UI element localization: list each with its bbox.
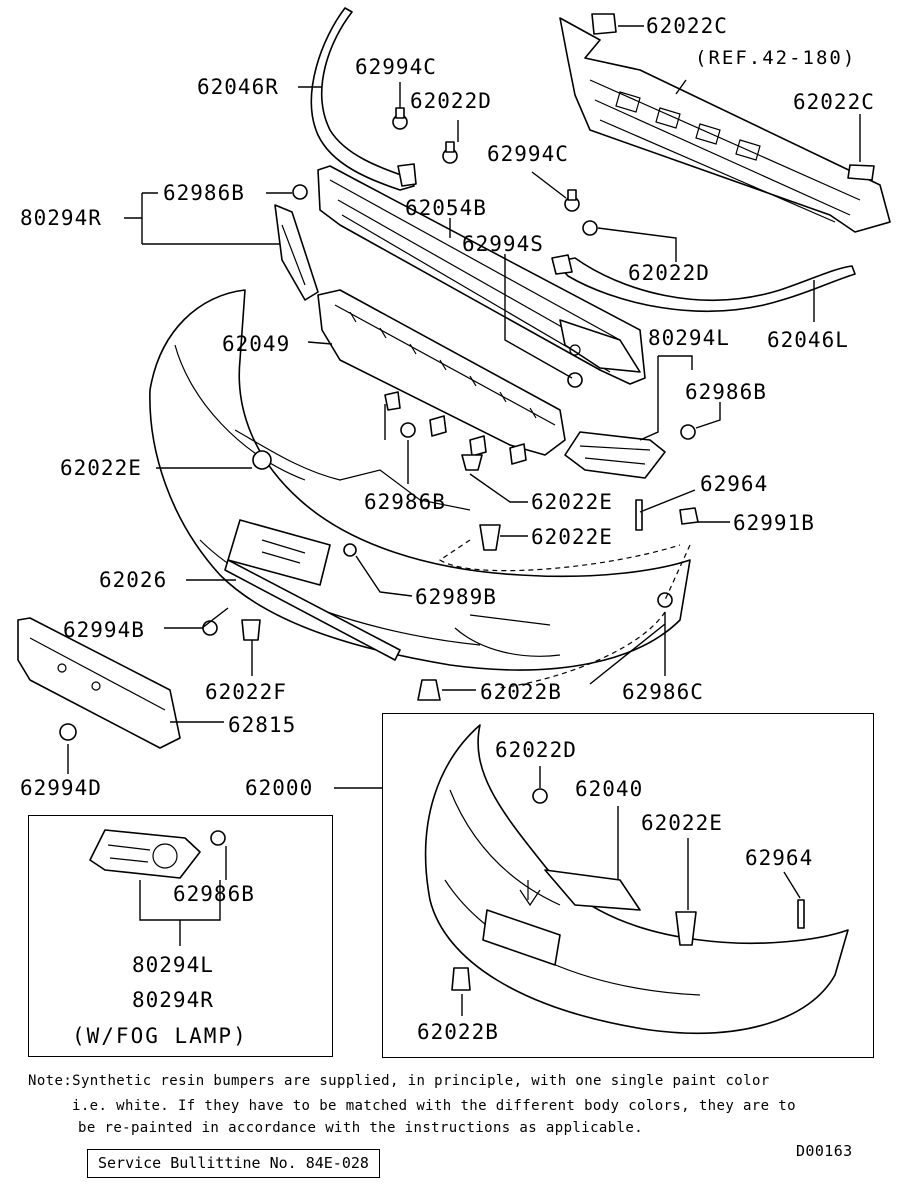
stay-right-62046r: [310, 7, 417, 191]
label-62022e-a: 62022E: [60, 456, 142, 480]
label-62022c-top: 62022C: [646, 14, 728, 38]
dashed-lines: [438, 539, 691, 689]
label-62989b: 62989B: [415, 585, 497, 609]
stay-left-62046l: [551, 254, 856, 312]
label-80294l: 80294L: [648, 326, 730, 350]
note-line-3: be re-painted in accordance with the ins…: [78, 1120, 644, 1136]
label-62000: 62000: [245, 776, 314, 800]
label-62991b: 62991B: [733, 511, 815, 535]
label-62022e-b: 62022E: [531, 490, 613, 514]
label-62022d-c: 62022D: [495, 738, 577, 762]
label-fog-80294l: 80294L: [132, 953, 214, 977]
label-62994d: 62994D: [20, 776, 102, 800]
label-62994c-a: 62994C: [355, 55, 437, 79]
fog-lamp-caption: (W/FOG LAMP): [72, 1024, 248, 1048]
reinforcement-beam-62054b: [317, 165, 646, 385]
label-62022c-right: 62022C: [793, 90, 875, 114]
assembly-box: [382, 713, 874, 1058]
fog-lamp-box: [28, 815, 333, 1057]
label-62964-a: 62964: [700, 472, 769, 496]
side-grille-left-80294l: [564, 431, 666, 479]
leader-lines: [67, 25, 861, 1016]
label-62022d-a: 62022D: [410, 89, 492, 113]
label-62022b-b: 62022B: [417, 1020, 499, 1044]
note-line-2: i.e. white. If they have to be matched w…: [72, 1098, 796, 1114]
label-62994s: 62994S: [462, 232, 544, 256]
label-62994b: 62994B: [63, 618, 145, 642]
label-62022e-c: 62022E: [531, 525, 613, 549]
label-reference: (REF.42-180): [695, 47, 857, 69]
label-62049: 62049: [222, 332, 291, 356]
label-62964-b: 62964: [745, 846, 814, 870]
label-62022f: 62022F: [205, 680, 287, 704]
bumper-cover-exploded: [149, 289, 691, 671]
upper-reinforcement-panel: [559, 13, 891, 233]
note-line-1: Note:Synthetic resin bumpers are supplie…: [28, 1073, 770, 1089]
diagram-code: D00163: [796, 1142, 853, 1160]
fasteners: [59, 107, 699, 741]
label-62986b-b: 62986B: [685, 380, 767, 404]
fog-lamp-grille: [89, 829, 226, 879]
label-62040: 62040: [575, 777, 644, 801]
label-62815: 62815: [228, 713, 297, 737]
label-80294r: 80294R: [20, 206, 102, 230]
label-62994c-b: 62994C: [487, 142, 569, 166]
label-62986b-c: 62986B: [364, 490, 446, 514]
label-62046r: 62046R: [197, 75, 279, 99]
label-62022d-b: 62022D: [628, 261, 710, 285]
label-62022b-a: 62022B: [480, 680, 562, 704]
label-62022e-d: 62022E: [641, 811, 723, 835]
label-62026: 62026: [99, 568, 168, 592]
license-plate-bracket-62815: [17, 617, 181, 749]
side-grille-right-80294r: [274, 204, 319, 301]
energy-absorber-62049: [317, 289, 566, 465]
bumper-assembly-62000: [424, 724, 849, 1035]
label-fog-80294r: 80294R: [132, 988, 214, 1012]
label-62986c: 62986C: [622, 680, 704, 704]
label-62046l: 62046L: [767, 328, 849, 352]
label-62986b-a: 62986B: [163, 181, 245, 205]
label-fog-62986b: 62986B: [173, 882, 255, 906]
service-bulletin-box: Service Bullittine No. 84E-028: [87, 1149, 380, 1178]
label-62054b: 62054B: [405, 196, 487, 220]
